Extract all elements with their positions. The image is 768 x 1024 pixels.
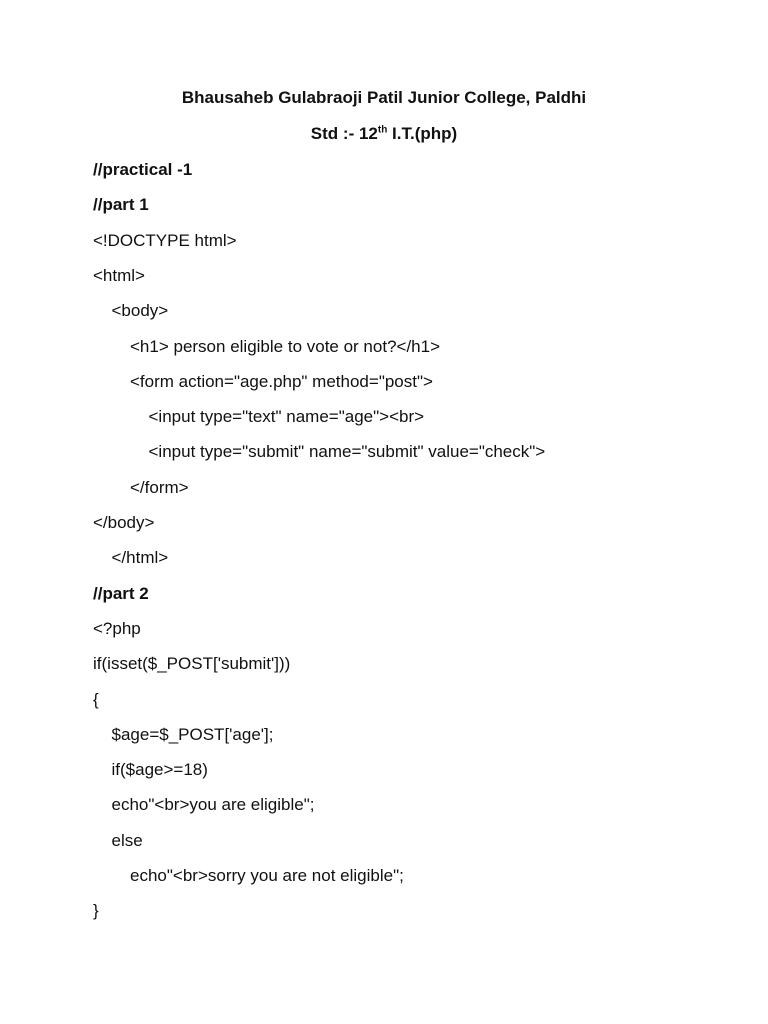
code-line: <?php xyxy=(93,618,141,638)
code-line: { xyxy=(93,689,99,709)
comment-line: //part 2 xyxy=(93,583,149,603)
code-line: echo"<br>you are eligible"; xyxy=(111,795,315,815)
code-line: <html> xyxy=(93,265,145,285)
code-line: else xyxy=(111,830,143,850)
std-prefix: Std :- 12 xyxy=(310,124,378,143)
std-superscript: th xyxy=(377,124,388,136)
code-line: <!DOCTYPE html> xyxy=(93,230,237,250)
code-line: } xyxy=(93,901,99,921)
comment-line: //part 1 xyxy=(93,195,149,215)
code-line: <form action="age.php" method="post"> xyxy=(130,371,433,391)
code-line: <body> xyxy=(111,301,169,321)
standard-heading: Std :- 12th I.T.(php) xyxy=(0,124,768,144)
code-line: if(isset($_POST['submit'])) xyxy=(93,654,291,674)
code-line: echo"<br>sorry you are not eligible"; xyxy=(130,866,404,885)
code-line: </html> xyxy=(111,548,169,568)
code-line: </form> xyxy=(130,477,189,497)
code-line: <input type="submit" name="submit" value… xyxy=(148,442,546,462)
std-suffix: I.T.(php) xyxy=(387,124,458,143)
college-title: Bhausaheb Gulabraoji Patil Junior Colleg… xyxy=(181,88,587,107)
code-line: <input type="text" name="age"><br> xyxy=(148,407,425,427)
code-line: <h1> person eligible to vote or not?</h1… xyxy=(130,336,441,356)
code-line: $age=$_POST['age']; xyxy=(111,724,274,744)
code-line: </body> xyxy=(93,513,155,532)
code-line: if($age>=18) xyxy=(111,760,208,780)
comment-line: //practical -1 xyxy=(93,160,193,179)
